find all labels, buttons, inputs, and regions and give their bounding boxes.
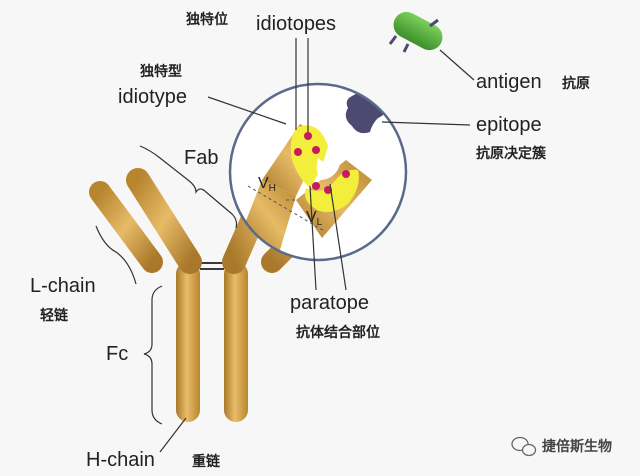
leader-epitope bbox=[381, 121, 471, 126]
label-fab: Fab bbox=[184, 147, 218, 169]
idiotope-dot bbox=[304, 132, 312, 140]
leader-lines bbox=[95, 38, 475, 453]
label-idiotype-zh: 独特型 bbox=[140, 63, 182, 79]
leader-paratope bbox=[329, 183, 347, 291]
fc-heavy-chain-left bbox=[176, 262, 200, 422]
fc-bracket bbox=[143, 285, 163, 425]
variable-region-vl bbox=[305, 169, 359, 213]
label-hchain-zh: 重链 bbox=[192, 453, 221, 469]
lchain-bracket bbox=[95, 225, 137, 285]
leader-antigen bbox=[439, 49, 475, 81]
fab-bracket bbox=[139, 145, 238, 229]
label-epitope: epitope bbox=[476, 114, 542, 136]
leader-idiotype bbox=[207, 96, 287, 125]
leader-paratope bbox=[309, 185, 317, 291]
label-lchain-zh: 轻链 bbox=[40, 307, 69, 323]
paratope-pocket bbox=[316, 158, 340, 180]
antigen-object bbox=[388, 11, 443, 53]
label-vl: VL bbox=[306, 209, 323, 228]
label-idiotopes-zh: 独特位 bbox=[186, 11, 228, 27]
label-vh: VH bbox=[258, 175, 276, 194]
label-idiotopes: idiotopes bbox=[256, 13, 336, 35]
fc-heavy-chain-right bbox=[224, 262, 248, 422]
label-paratope-zh: 抗体结合部位 bbox=[296, 324, 380, 340]
label-lchain: L-chain bbox=[30, 275, 96, 297]
label-antigen: antigen bbox=[476, 71, 542, 93]
watermark-text: 捷倍斯生物 bbox=[542, 438, 612, 454]
magnified-fab-view bbox=[228, 82, 408, 262]
label-fc: Fc bbox=[106, 343, 128, 365]
magnifier-circle bbox=[228, 82, 408, 262]
label-paratope: paratope bbox=[290, 292, 369, 314]
idiotope-dot bbox=[294, 148, 302, 156]
left-light-chain-arm bbox=[89, 181, 163, 273]
idiotope-dot bbox=[342, 170, 350, 178]
label-hchain: H-chain bbox=[86, 449, 155, 471]
watermark: 捷倍斯生物 bbox=[511, 436, 612, 457]
label-idiotype: idiotype bbox=[118, 86, 187, 108]
leader-hchain bbox=[159, 417, 187, 453]
labels: 独特位 idiotopes 独特型 idiotype Fab antigen 抗… bbox=[30, 11, 590, 471]
left-heavy-chain-arm bbox=[126, 168, 202, 274]
label-epitope-zh: 抗原决定簇 bbox=[476, 145, 547, 161]
wechat-icon bbox=[511, 436, 537, 457]
idiotope-dot bbox=[312, 182, 320, 190]
label-antigen-zh: 抗原 bbox=[562, 75, 590, 91]
idiotope-dot bbox=[312, 146, 320, 154]
